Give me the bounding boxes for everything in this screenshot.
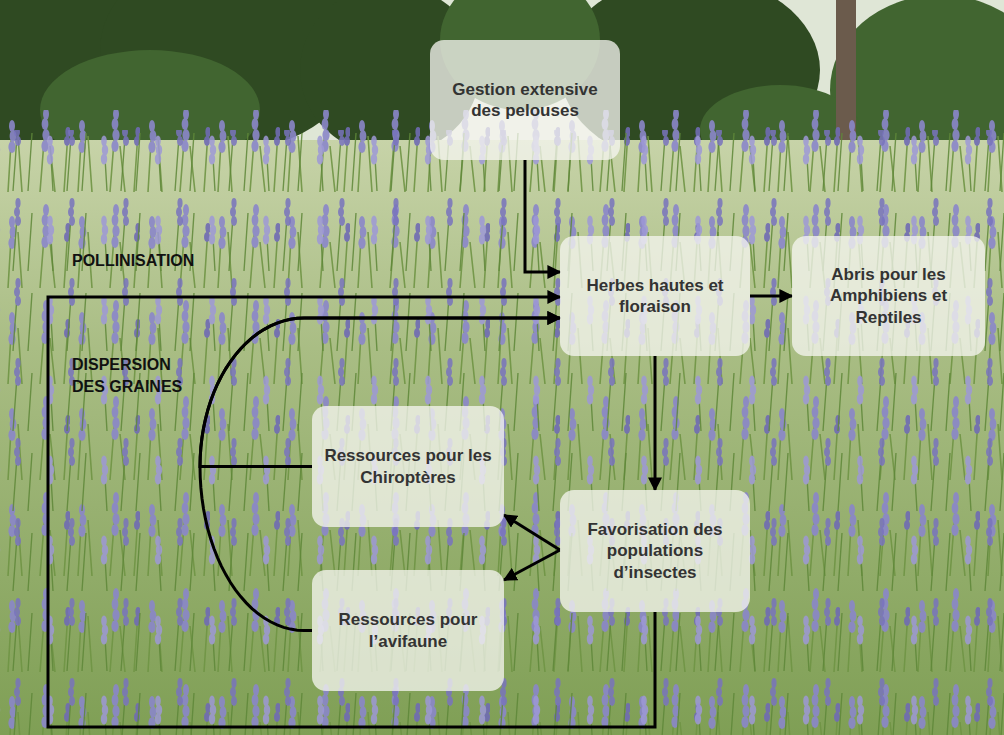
flow-arrow [504, 515, 560, 550]
process-box: Herbes hautes et floraison [560, 236, 750, 356]
flow-arrow [654, 356, 657, 490]
flow-arrow [750, 295, 792, 298]
box-text: Gestion extensive des pelouses [442, 79, 608, 122]
flow-arrow [504, 550, 560, 580]
process-box: Ressources pour l’avifaune [312, 570, 504, 691]
process-box: Gestion extensive des pelouses [430, 40, 620, 160]
process-box: Abris pour les Amphibiens et Reptiles [792, 236, 985, 356]
process-box: Ressources pour les Chiroptères [312, 406, 504, 527]
box-text: Herbes hautes et floraison [572, 275, 738, 318]
box-text: Favorisation des populations d’insectes [572, 519, 738, 583]
box-text: Ressources pour l’avifaune [324, 609, 492, 652]
box-text: Abris pour les Amphibiens et Reptiles [804, 264, 973, 328]
flow-label: DISPERSION DES GRAINES [72, 354, 197, 399]
process-box: Favorisation des populations d’insectes [560, 490, 750, 612]
flow-label: POLLINISATION [72, 250, 272, 272]
box-text: Ressources pour les Chiroptères [324, 445, 492, 488]
flow-arrow [525, 160, 560, 272]
